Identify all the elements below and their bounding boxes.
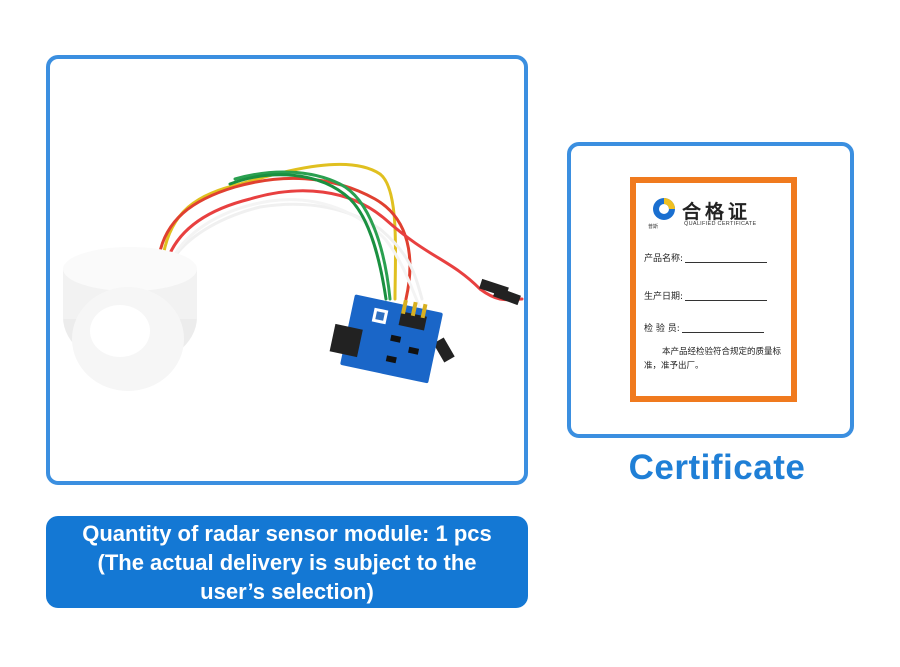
field-product-name-label: 产品名称: (644, 254, 684, 264)
field-line (685, 300, 768, 301)
certificate-title-en: QUALIFIED CERTIFICATE (684, 221, 757, 227)
brand-name: 普斯 (648, 224, 659, 230)
field-production-date-label: 生产日期: (644, 292, 684, 302)
field-line (685, 262, 768, 263)
certificate-note: 本产品经检验符合规定的质量标准，准予出厂。 (644, 347, 782, 371)
field-line (681, 332, 764, 333)
radar-sensor-module-image (63, 162, 524, 391)
product-image-frame (46, 55, 528, 485)
quantity-line-2: (The actual delivery is subject to the (97, 549, 477, 575)
brand-logo-icon (653, 198, 675, 220)
field-inspector: 检 验 员: (644, 321, 764, 334)
certificate-card: 普斯 合格证 QUALIFIED CERTIFICATE 产品名称: 生产日期:… (630, 177, 797, 402)
certificate-image-frame: 普斯 合格证 QUALIFIED CERTIFICATE 产品名称: 生产日期:… (567, 142, 854, 438)
field-inspector-label: 检 验 员: (644, 324, 680, 334)
field-production-date: 生产日期: (644, 289, 768, 302)
certificate-caption: Certificate (628, 448, 806, 487)
field-product-name: 产品名称: (644, 251, 768, 264)
quantity-banner: Quantity of radar sensor module: 1 pcs (… (46, 516, 528, 608)
quantity-line-1: Quantity of radar sensor module: 1 pcs (82, 520, 492, 546)
certificate-card-inner: 普斯 合格证 QUALIFIED CERTIFICATE 产品名称: 生产日期:… (636, 183, 791, 396)
certificate-title-cn: 合格证 (682, 201, 752, 223)
quantity-line-3: user’s selection) (200, 578, 374, 604)
certificate-header: 普斯 合格证 QUALIFIED CERTIFICATE (644, 197, 784, 230)
